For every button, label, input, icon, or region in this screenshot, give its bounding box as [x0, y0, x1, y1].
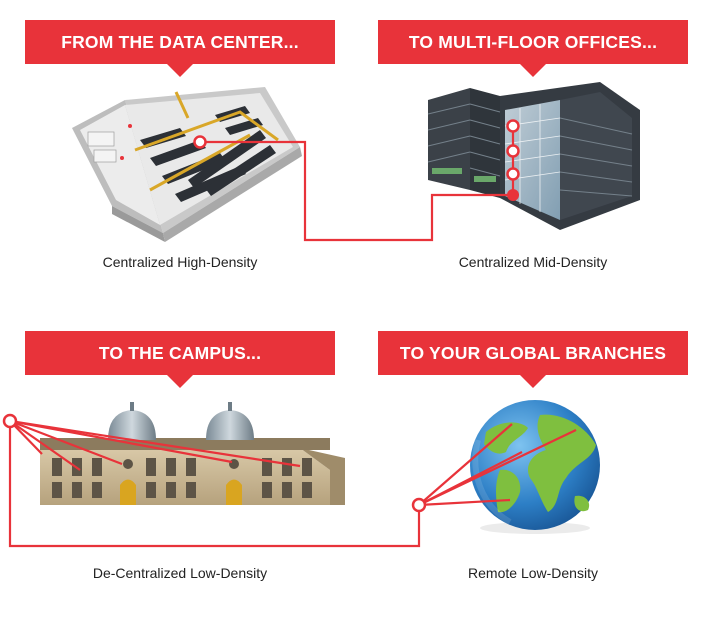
- banner-multi-floor-offices: TO MULTI-FLOOR OFFICES...: [378, 20, 688, 77]
- connector-campus-to-branches: [8, 419, 577, 548]
- banner-global-branches: TO YOUR GLOBAL BRANCHES: [378, 331, 688, 388]
- connector-data-center-to-office: [200, 126, 515, 242]
- globe: [470, 400, 600, 534]
- data-center-floorplan: [72, 87, 302, 242]
- office-building: [427, 82, 640, 230]
- caption-data-center: Centralized High-Density: [102, 254, 258, 270]
- banner-campus: TO THE CAMPUS...: [25, 331, 335, 388]
- banner-data-center: FROM THE DATA CENTER...: [25, 20, 335, 77]
- caption-global-branches: Remote Low-Density: [468, 565, 598, 581]
- caption-campus: De-Centralized Low-Density: [92, 565, 268, 581]
- connector-nodes: [2, 119, 520, 513]
- caption-multi-floor-offices: Centralized Mid-Density: [458, 254, 608, 270]
- connector-node-solid: [507, 189, 519, 201]
- campus-building: [40, 402, 345, 505]
